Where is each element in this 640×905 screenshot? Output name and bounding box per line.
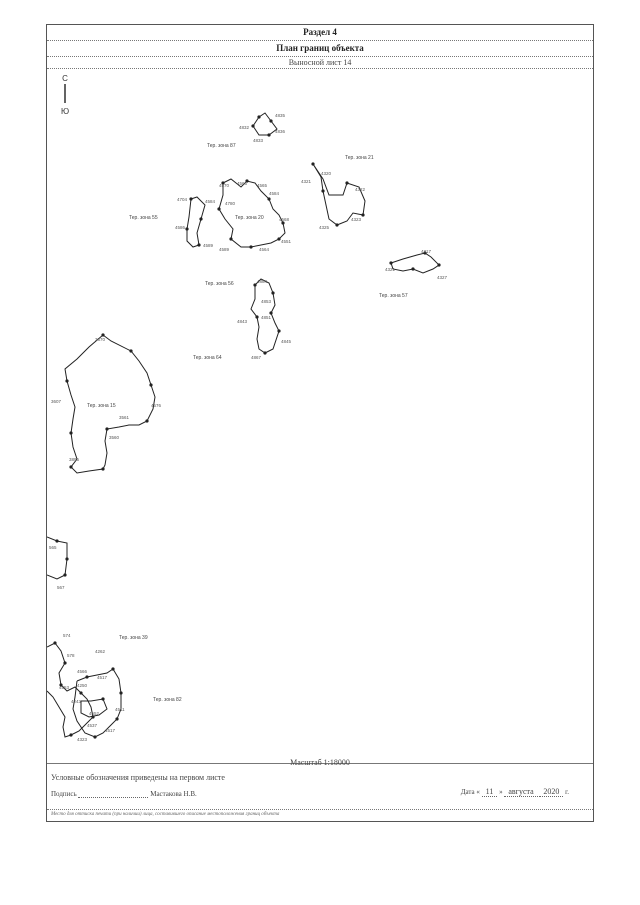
point-label: 4867	[251, 355, 262, 360]
signature-row: Подпись Мастакова Н.В.	[51, 789, 197, 798]
zone-label: Тер. зона 82	[153, 697, 182, 703]
sheet-subtitle: Выносной лист 14	[47, 57, 593, 69]
point-label: 4566	[237, 181, 248, 186]
point-label: 4517	[105, 728, 116, 733]
date-day: 11	[481, 787, 498, 797]
scale-divider	[47, 763, 593, 764]
scale-label: Масштаб 1:18000	[290, 758, 350, 767]
point-label: 4243	[71, 699, 82, 704]
signature-label: Подпись	[51, 790, 77, 798]
date-year: 2020	[539, 787, 564, 797]
point-label: 3670	[95, 337, 106, 342]
point-label: 4565	[257, 183, 268, 188]
boundary-zone-56	[250, 278, 280, 354]
point-label: 4568	[279, 217, 290, 222]
point-label: 4851	[261, 315, 272, 320]
point-label: 4323	[351, 217, 362, 222]
signature-line	[78, 789, 149, 798]
date-month: августа	[504, 787, 538, 797]
point-label: 4537	[87, 723, 98, 728]
point-label: 3560	[109, 435, 120, 440]
point-label: 578	[67, 653, 75, 658]
footer-divider	[47, 809, 593, 810]
point-label: 4327	[437, 275, 448, 280]
point-label: 4322	[355, 187, 366, 192]
zone-label: Тер. зона 64	[193, 355, 222, 361]
compass-south: Ю	[61, 107, 69, 116]
point-label: 4584	[205, 199, 216, 204]
legend-note: Условные обозначения приведены на первом…	[51, 773, 225, 782]
boundary-left-fragment	[47, 536, 68, 580]
point-label: 4552	[89, 711, 100, 716]
point-label: 4250	[77, 683, 88, 688]
signer-name: Мастакова Н.В.	[150, 790, 197, 798]
point-label: 4586	[175, 225, 186, 230]
point-label: 565	[49, 545, 57, 550]
zone-label: Тер. зона 15	[87, 403, 116, 409]
section-heading: Раздел 4	[47, 25, 593, 41]
compass-north: С	[62, 74, 68, 83]
zone-label: Тер. зона 20	[235, 215, 264, 221]
point-label: 4325	[319, 225, 330, 230]
boundary-plan-map: С Ю	[47, 74, 448, 742]
zone-label: Тер. зона 21	[345, 155, 374, 161]
point-label: 4845	[281, 339, 292, 344]
point-label: 4321	[301, 179, 312, 184]
compass-icon: С Ю	[61, 74, 69, 116]
stamp-note: Место для оттиска печати (при наличии) л…	[51, 812, 280, 817]
zone-label: Тер. зона 57	[379, 293, 408, 299]
point-label: 4511	[115, 707, 125, 712]
point-label: 4570	[219, 183, 230, 188]
point-label: 4321	[385, 267, 396, 272]
point-label: 4835	[275, 113, 286, 118]
point-label: 574	[63, 633, 71, 638]
point-label: 3561	[119, 415, 130, 420]
point-label: 3607	[51, 399, 62, 404]
point-label: 4843	[237, 319, 248, 324]
point-label: 4320	[321, 171, 332, 176]
point-label: 4584	[269, 191, 280, 196]
boundary-zone-82-inner	[80, 698, 108, 718]
point-label: 4780	[225, 201, 236, 206]
zone-label: Тер. зона 55	[129, 215, 158, 221]
point-label: 4553	[59, 685, 70, 690]
point-label: 4589	[219, 247, 230, 252]
point-label: 567	[57, 585, 65, 590]
point-label: 4566	[77, 669, 88, 674]
point-label: 4836	[275, 129, 286, 134]
boundary-zone-55	[186, 196, 206, 248]
boundary-zone-87	[252, 112, 278, 136]
boundary-zone-57	[390, 252, 440, 274]
zone-label: Тер. зона 87	[207, 143, 236, 149]
plan-title: План границ объекта	[47, 41, 593, 57]
boundary-zone-20	[218, 178, 286, 248]
point-label: 4323	[77, 737, 88, 742]
zone-label: Тер. зона 56	[205, 281, 234, 287]
point-label: 4832	[239, 125, 250, 130]
point-label: 4564	[259, 247, 270, 252]
point-label: 4589	[203, 243, 214, 248]
point-label: 4317	[421, 249, 432, 254]
boundary-zone-39	[47, 642, 94, 738]
point-label: 4551	[281, 239, 292, 244]
point-label: 4262	[95, 649, 106, 654]
document-sheet: Раздел 4 План границ объекта Выносной ли…	[46, 24, 594, 822]
date-label: Дата	[460, 788, 475, 796]
point-label: 3895	[69, 457, 80, 462]
point-label: 4884	[257, 279, 268, 284]
point-label: 4704	[177, 197, 188, 202]
zone-label: Тер. зона 39	[119, 635, 148, 641]
point-label: 4853	[261, 299, 272, 304]
point-label: 4833	[253, 138, 264, 143]
date-row: Дата « 11 » августа 2020 г.	[460, 787, 569, 797]
point-label: 4576	[151, 403, 162, 408]
point-label: 4517	[97, 675, 108, 680]
